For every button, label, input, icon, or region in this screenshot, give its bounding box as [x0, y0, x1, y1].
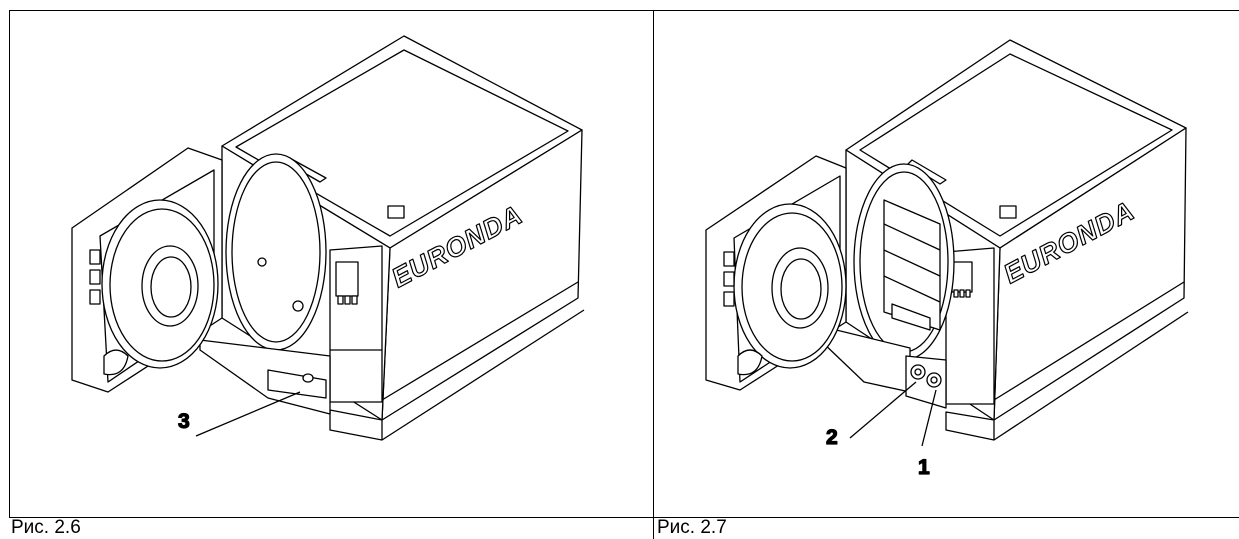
callout-label-3: 3 [178, 410, 190, 433]
callout-label-1: 1 [918, 456, 930, 479]
callout-label-2: 2 [826, 426, 838, 449]
autoclave-illustration-open-door-tray-removed [705, 39, 1189, 441]
figure-caption-right: Рис. 2.7 [657, 517, 727, 538]
caption-divider [653, 517, 654, 539]
callout-leader-3 [195, 391, 301, 437]
figure-frame-right [653, 10, 1239, 518]
figure-caption-left: Рис. 2.6 [11, 517, 81, 538]
callout-leader-2 [849, 381, 917, 439]
callout-leader-1 [921, 389, 937, 447]
autoclave-illustration-open-door [71, 35, 585, 441]
